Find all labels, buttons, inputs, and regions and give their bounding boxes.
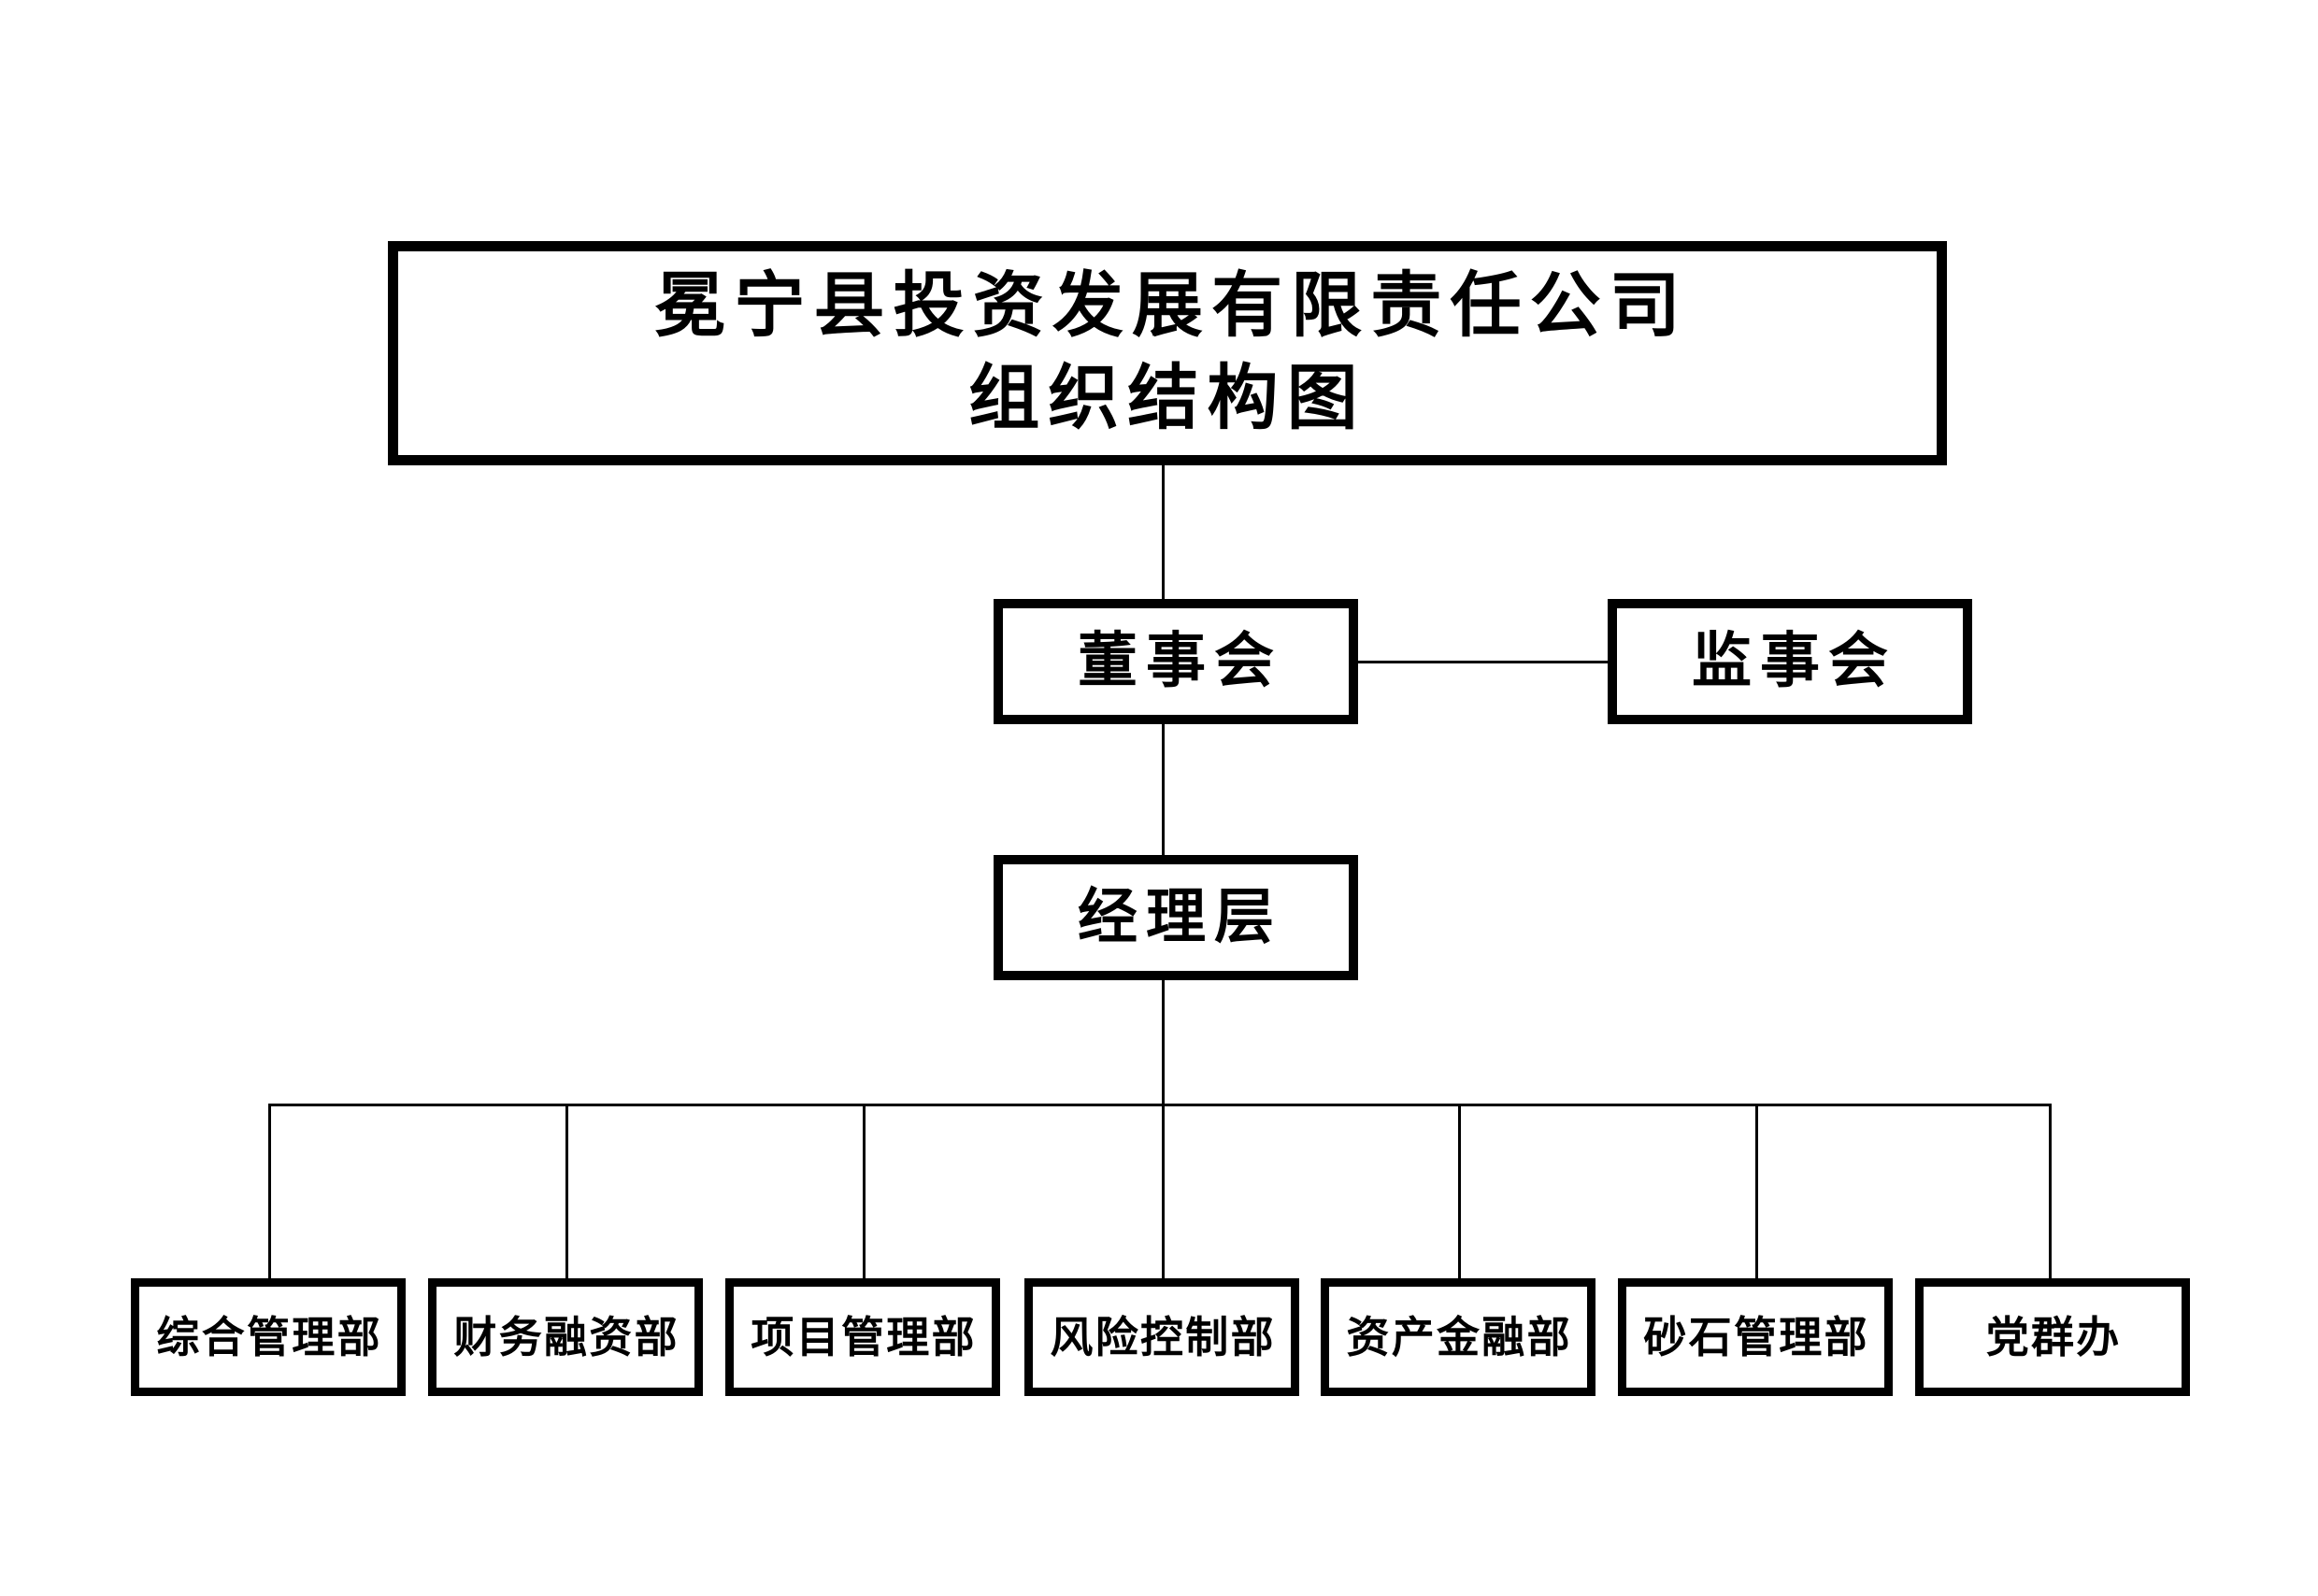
org-node-department-2: 财务融资部	[428, 1278, 703, 1396]
org-node-board-of-directors: 董事会	[994, 599, 1358, 724]
org-node-department-6-label: 砂石管理部	[1643, 1312, 1869, 1361]
connector-board-to-supervisors	[1355, 661, 1610, 663]
org-node-board-of-supervisors: 监事会	[1608, 599, 1972, 724]
connector-bus-to-dept-3	[863, 1104, 866, 1281]
connector-bus-to-dept-7	[2049, 1104, 2052, 1281]
connector-bus-to-dept-4	[1162, 1104, 1165, 1281]
org-node-company-title: 冕宁县投资发展有限责任公司 组织结构图	[388, 241, 1947, 465]
org-node-department-2-label: 财务融资部	[453, 1312, 680, 1361]
connector-department-bus	[268, 1104, 2052, 1106]
connector-title-to-board	[1162, 465, 1165, 602]
org-node-management-layer: 经理层	[994, 855, 1358, 980]
org-node-management-layer-label: 经理层	[1078, 883, 1282, 951]
org-node-department-1: 综合管理部	[131, 1278, 406, 1396]
org-node-department-5-label: 资产金融部	[1346, 1312, 1572, 1361]
org-node-board-of-supervisors-label: 监事会	[1692, 627, 1896, 695]
connector-bus-to-dept-6	[1755, 1104, 1758, 1281]
org-node-department-7: 党群办	[1915, 1278, 2190, 1396]
org-node-department-5: 资产金融部	[1321, 1278, 1595, 1396]
org-node-department-3: 项目管理部	[725, 1278, 1000, 1396]
connector-bus-to-dept-1	[268, 1104, 271, 1281]
connector-board-to-management	[1162, 722, 1165, 858]
connector-bus-to-dept-2	[565, 1104, 568, 1281]
connector-bus-to-dept-5	[1458, 1104, 1461, 1281]
org-node-department-7-label: 党群办	[1985, 1312, 2122, 1361]
org-node-company-title-label: 冕宁县投资发展有限责任公司 组织结构图	[654, 266, 1689, 438]
org-node-board-of-directors-label: 董事会	[1078, 627, 1282, 695]
org-node-department-6: 砂石管理部	[1618, 1278, 1893, 1396]
org-node-department-4: 风险控制部	[1024, 1278, 1299, 1396]
org-node-department-4-label: 风险控制部	[1050, 1312, 1276, 1361]
org-node-department-3-label: 项目管理部	[751, 1312, 977, 1361]
org-node-department-1-label: 综合管理部	[156, 1312, 382, 1361]
connector-management-to-bus	[1162, 978, 1165, 1105]
